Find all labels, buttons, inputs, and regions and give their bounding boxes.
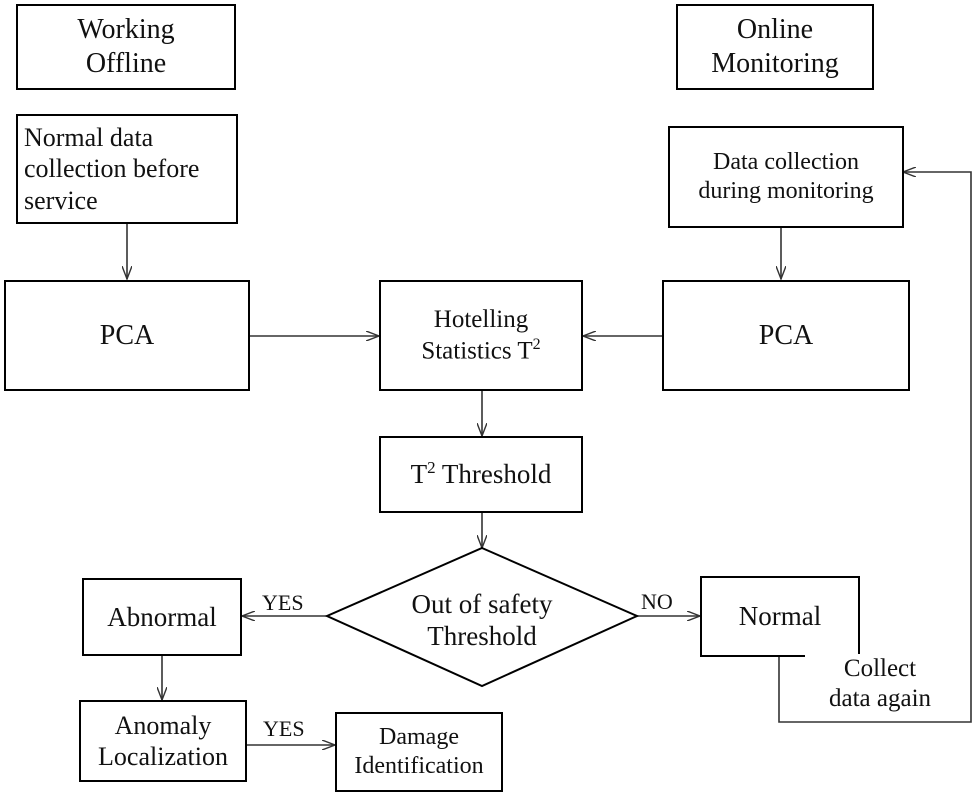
normal-box: Normal xyxy=(700,576,860,657)
edge-label-yes-abnormal: YES xyxy=(262,590,304,615)
edge-label-collect-again: Collect data again xyxy=(805,654,955,714)
hotelling-box: Hotelling Statistics T2 xyxy=(379,280,583,391)
abnormal-box: Abnormal xyxy=(82,578,242,656)
hotelling-line2: Statistics T2 xyxy=(421,335,541,365)
decision-diamond xyxy=(324,546,640,688)
online-monitoring-box: Online Monitoring xyxy=(676,4,874,90)
working-offline-box: Working Offline xyxy=(16,4,236,90)
damage-identification-box: Damage Identification xyxy=(335,712,503,792)
hotelling-line1: Hotelling xyxy=(433,305,529,333)
normal-data-collection-box: Normal data collection before service xyxy=(16,114,238,224)
edge-label-yes-damage: YES xyxy=(263,716,305,741)
threshold-box: T2 Threshold xyxy=(379,436,583,513)
hotelling-superscript: 2 xyxy=(532,335,541,353)
data-collection-monitoring-box: Data collection during monitoring xyxy=(668,126,904,228)
pca-right-box: PCA xyxy=(662,280,910,391)
threshold-label: T2 Threshold xyxy=(410,458,552,490)
edge-normal-loop-back xyxy=(778,172,972,723)
pca-left-box: PCA xyxy=(4,280,250,391)
decision-label: Out of safety Threshold xyxy=(411,589,553,652)
edge-label-no-normal: NO xyxy=(641,589,673,614)
anomaly-localization-box: Anomaly Localization xyxy=(79,700,247,782)
